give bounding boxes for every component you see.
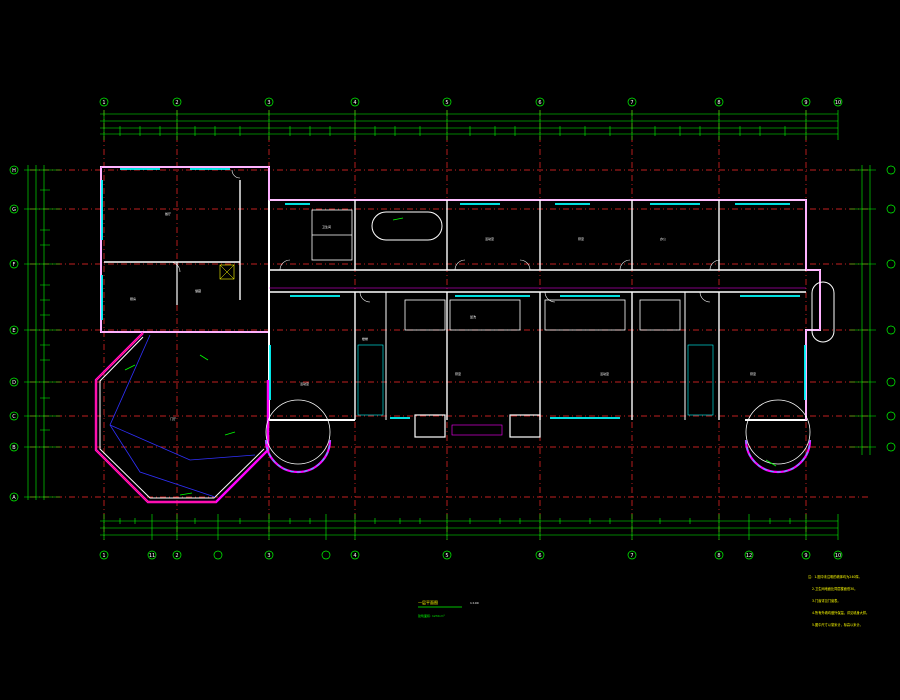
door-swings	[169, 169, 721, 303]
note-line: 5.图中尺寸以毫米计，标高以米计。	[812, 622, 863, 627]
room-label: 厨房	[130, 296, 136, 301]
drawing-title-scale: 1:100	[470, 601, 479, 605]
axis-label: 6	[538, 100, 541, 106]
axis-label: 8	[717, 100, 720, 106]
side-dimension-lines	[24, 165, 876, 500]
round-bays	[264, 399, 812, 474]
axis-label: 11	[149, 553, 155, 559]
windows	[101, 168, 806, 419]
room-label: 门厅	[170, 416, 176, 421]
axis-label: 3	[267, 553, 270, 559]
annotation-arrows	[124, 217, 777, 496]
drawing-title: 一层平面图 1:100 建筑面积: 1234 m²	[418, 599, 479, 618]
room-label: 活动室	[300, 381, 309, 386]
axis-label: 10	[835, 553, 841, 559]
room-label: 寝室	[750, 371, 756, 376]
axis-label: A	[12, 495, 16, 501]
note-line: 注：1.图中未注明的墙体均为240厚。	[808, 574, 862, 579]
axis-label: 1	[102, 100, 105, 106]
top-dimension-lines	[100, 110, 839, 140]
room-label: 寝室	[578, 236, 584, 241]
axis-label: 4	[353, 553, 356, 559]
room-label: 活动室	[600, 371, 609, 376]
axis-label: 1	[102, 553, 105, 559]
bottom-dimension-lines	[100, 514, 839, 540]
room-label: 餐厅	[165, 211, 171, 216]
room-label: 储藏	[195, 288, 201, 293]
top-axis-labels: 1 2 3 4 5 6 7 8 9 10	[102, 100, 841, 106]
top-axis-bubbles	[99, 97, 843, 107]
axis-label: G	[12, 207, 16, 213]
axis-label: 6	[538, 553, 541, 559]
axis-label: 2	[175, 100, 178, 106]
room-label: 盥洗	[470, 314, 476, 319]
axis-label: 8	[717, 553, 720, 559]
notes-block: 注：1.图中未注明的墙体均为240厚。 2.卫生间地面比同层楼面低30。 3.门…	[808, 574, 869, 627]
axis-label: D	[12, 380, 16, 386]
side-axis-bubbles	[9, 165, 896, 502]
side-axis-labels: H G F E D C B A	[12, 168, 16, 501]
room-label: 办公	[660, 236, 666, 241]
note-line: 3.门窗详见门窗表。	[812, 598, 841, 603]
drawing-title-name: 一层平面图	[418, 599, 438, 605]
axis-label: 5	[445, 553, 448, 559]
axis-label: 10	[835, 100, 841, 106]
axis-label: E	[12, 328, 15, 334]
room-label: 寝室	[455, 371, 461, 376]
axis-label: 5	[445, 100, 448, 106]
bottom-axis-bubbles	[99, 550, 843, 560]
axis-label: F	[13, 262, 16, 268]
axis-label: 9	[804, 100, 807, 106]
axis-label: 12	[746, 553, 752, 559]
axis-label: 7	[630, 553, 633, 559]
note-line: 2.卫生间地面比同层楼面低30。	[812, 586, 857, 591]
axis-label: C	[12, 414, 16, 420]
axis-label: 3	[267, 100, 270, 106]
room-label: 卫生间	[322, 224, 331, 229]
axis-label: B	[12, 445, 16, 451]
axis-label: 4	[353, 100, 356, 106]
note-line: 4.所有外墙均做外保温，详见墙身大样。	[812, 610, 869, 615]
axis-label: 7	[630, 100, 633, 106]
axis-label: 9	[804, 553, 807, 559]
axis-label: 2	[175, 553, 178, 559]
drawing-subtitle: 建筑面积: 1234 m²	[418, 613, 445, 618]
room-labels: 餐厅 厨房 活动室 寝室 活动室 寝室 活动室 寝室 卫生间 盥洗 储藏 办公 …	[130, 211, 756, 421]
room-label: 楼梯	[362, 336, 368, 341]
room-label: 活动室	[485, 236, 494, 241]
axis-label: H	[12, 168, 16, 174]
bottom-axis-labels: 1 2 3 4 5 6 7 8 9 10 11 12	[102, 553, 841, 559]
